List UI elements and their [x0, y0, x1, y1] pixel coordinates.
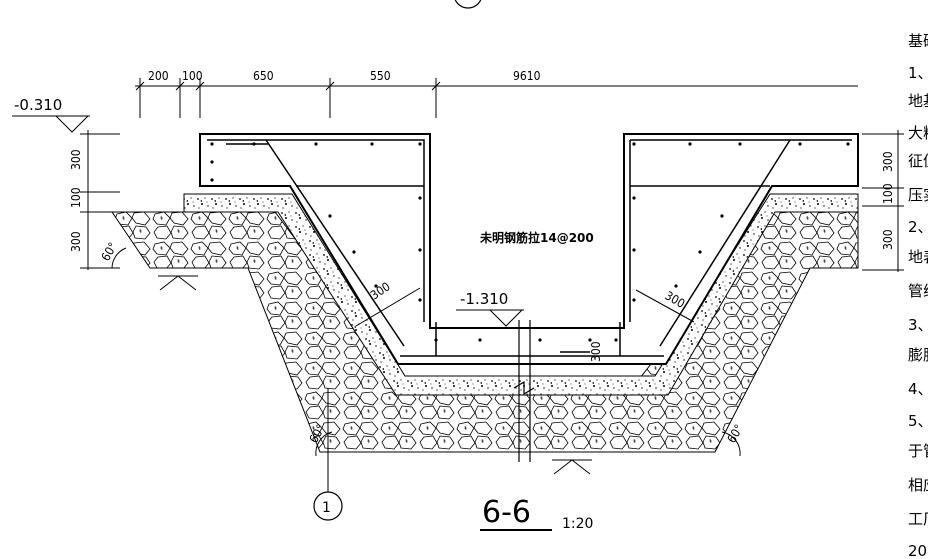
note-line: 征值 [908, 152, 928, 170]
angle-arcs [111, 247, 741, 457]
elevation-mark-left [12, 115, 90, 133]
right-dimension-line [862, 130, 904, 272]
note-line: 地表 [908, 248, 928, 266]
dim-top-2: 100 [182, 69, 203, 83]
note-line: 压实 [908, 186, 928, 204]
elevation-top-left: -0.310 [14, 96, 62, 114]
note-line: 工厂 [908, 510, 928, 528]
note-line: 相应 [908, 476, 928, 494]
concrete-cushion [183, 193, 859, 396]
ground-symbol-left [158, 275, 198, 291]
top-detail-circle [454, 0, 482, 9]
left-dimension-line [80, 130, 120, 270]
note-line: 5、 [908, 412, 928, 430]
channel-structure [199, 133, 859, 365]
top-dimension-line [135, 78, 858, 118]
rebar-lines [207, 139, 852, 357]
dim-top-1: 200 [148, 69, 169, 83]
note-line: 于管 [908, 442, 928, 460]
dim-top-4: 550 [370, 69, 391, 83]
dim-right-3: 300 [881, 229, 895, 250]
note-line: 2、 [908, 218, 928, 236]
section-title: 6-6 [482, 495, 531, 530]
note-line: 4、 [908, 380, 928, 398]
dim-right-2: 100 [881, 183, 895, 204]
note-line: 管线 [908, 282, 928, 300]
note-line: 1、 [908, 64, 928, 82]
dim-left-1: 300 [69, 149, 83, 170]
note-line: 地基 [908, 92, 928, 110]
note-line: 大粒 [908, 124, 928, 142]
angle-left: 60° [98, 240, 120, 264]
dim-top-3: 650 [253, 69, 274, 83]
elevation-bottom: -1.310 [460, 290, 508, 308]
slope-dim-right [635, 289, 695, 323]
detail-marker-label: 1 [322, 500, 331, 516]
ground-symbol-bottom [552, 459, 592, 475]
note-line: 20 [908, 542, 927, 559]
rebar-dots [210, 142, 850, 342]
dim-right-1: 300 [881, 151, 895, 172]
dim-top-5: 9610 [513, 69, 541, 83]
notes-column: 基础 1、 地基 大粒 征值 压实 2、 地表 管线 3、 膨胀 4、 5、 于… [908, 32, 928, 559]
center-break-line [513, 320, 535, 462]
dim-center-vertical: 300 [589, 341, 603, 362]
rebar-note: 未明钢筋拉14@200 [479, 230, 594, 245]
note-line: 膨胀 [908, 346, 928, 364]
section-scale: 1:20 [562, 516, 593, 532]
elevation-mark-bottom [456, 309, 524, 327]
slope-dim-left [355, 287, 421, 327]
note-line: 3、 [908, 316, 928, 334]
dim-left-2: 100 [69, 187, 83, 208]
dim-left-3: 300 [69, 231, 83, 252]
note-line: 基础 [908, 32, 928, 50]
